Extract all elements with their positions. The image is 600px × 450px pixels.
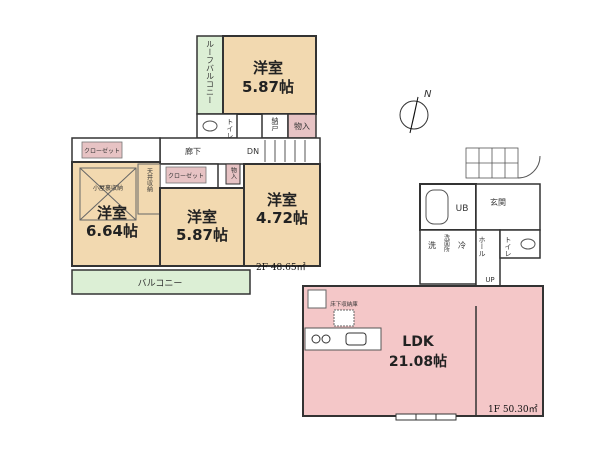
room-a <box>222 35 317 115</box>
kitchen-counter <box>304 327 382 351</box>
compass-label: N <box>424 89 432 100</box>
down-label: DN <box>247 147 259 156</box>
fridge-spot <box>307 289 327 309</box>
room-d <box>243 163 321 267</box>
floor1-area: 1F 50.30㎡ <box>488 404 538 415</box>
stairs-2f <box>264 140 306 162</box>
storage-small-2f <box>225 163 241 185</box>
room-a-name: 洋室 <box>253 59 283 77</box>
compass: N <box>399 89 432 134</box>
entrance-tiles <box>465 147 519 179</box>
closet-left-tag <box>81 141 123 159</box>
storage-2f-label: 物入 <box>294 121 310 131</box>
stove-1 <box>311 334 321 344</box>
corridor-2f <box>159 137 321 165</box>
closet-mid-tag <box>165 166 207 184</box>
compass-needle <box>409 96 419 134</box>
corridor-label: 廊下 <box>185 146 201 156</box>
roof-balcony-label: ルーフバルコニー <box>206 40 215 104</box>
entrance <box>475 183 541 231</box>
washroom <box>419 229 477 285</box>
balcony <box>71 269 251 295</box>
room-c-size: 5.87帖 <box>176 226 228 244</box>
toilet-1f-fixture <box>520 238 536 250</box>
entrance-door-arc <box>517 155 541 179</box>
ldk <box>302 285 544 417</box>
floor-1: UB 玄関 洗面所 洗 冷 ホール UP トイレ 物入 床下収納庫 LDK 21… <box>302 147 544 421</box>
laundry-label: 洗 <box>428 240 436 250</box>
stove-2 <box>321 334 331 344</box>
washroom-label: 洗面所 <box>443 233 450 253</box>
room-d-name: 洋室 <box>267 191 297 209</box>
room-a-size: 5.87帖 <box>242 78 294 96</box>
ldk-windows <box>395 413 457 421</box>
room-b-size: 6.64帖 <box>86 222 138 240</box>
compass-ring <box>399 100 429 130</box>
storage-small-2f-label: 物入 <box>230 166 237 179</box>
floor2-area: 2F 48.65㎡ <box>256 262 306 273</box>
floor-2: ルーフバルコニー 洋室 5.87帖 トイレ 納戸 物入 廊下 DN クローゼット <box>71 35 321 295</box>
toilet-2f-label: トイレ <box>226 118 234 139</box>
room-b-name: 洋室 <box>97 204 127 222</box>
ceiling-storage-label: 天井収納 <box>146 168 153 193</box>
room-d-size: 4.72帖 <box>256 209 308 227</box>
attic-cross-2 <box>79 167 137 221</box>
bathtub <box>425 189 449 225</box>
closet-small-2f-label: 納戸 <box>271 116 279 132</box>
closet-left-label: クローゼット <box>84 147 120 155</box>
toilet-1f-label: トイレ <box>504 236 512 257</box>
attic-storage-label: 小屋裏収納 <box>93 184 123 192</box>
floor-storage <box>333 309 355 327</box>
balcony-label: バルコニー <box>138 278 183 289</box>
bath-label: UB <box>456 204 469 214</box>
up-label: UP <box>485 276 494 284</box>
ldk-name: LDK <box>402 334 435 350</box>
floor-storage-label: 床下収納庫 <box>330 300 358 308</box>
room-c <box>159 187 245 267</box>
room-c-name: 洋室 <box>187 208 217 226</box>
hall-label: ホール <box>478 236 486 257</box>
ldk-size: 21.08帖 <box>389 353 447 370</box>
fridge-label: 冷 <box>458 240 466 250</box>
toilet-2f-fixture <box>202 120 218 132</box>
closet-mid-label: クローゼット <box>168 172 204 180</box>
sink <box>345 332 367 346</box>
entrance-label: 玄関 <box>490 197 506 207</box>
